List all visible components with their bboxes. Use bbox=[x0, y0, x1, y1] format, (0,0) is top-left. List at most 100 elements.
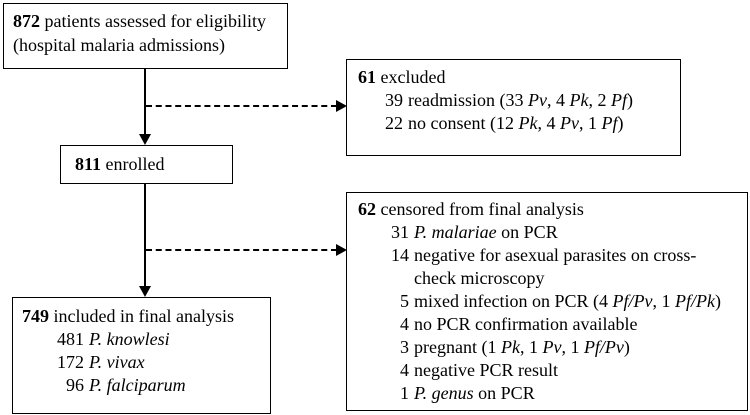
box-title-line: 62 censored from final analysis bbox=[358, 198, 745, 221]
connector-assessed-to-enrolled bbox=[144, 68, 146, 136]
line-text: ) bbox=[714, 291, 721, 311]
line-text: negative for asexual parasites on cross- bbox=[414, 245, 697, 265]
line-text: P. vivax bbox=[89, 351, 145, 374]
arrowhead-down-icon bbox=[138, 286, 151, 297]
count-number: 61 bbox=[358, 67, 376, 87]
species-name: Pk bbox=[569, 90, 589, 110]
box-title-line: 872 patients assessed for eligibility bbox=[13, 9, 281, 33]
line-text: on PCR bbox=[496, 222, 558, 242]
count-number: 5 bbox=[400, 291, 409, 311]
box-title-line: 749 included in final analysis bbox=[22, 305, 266, 328]
box-enrolled: 811 enrolled bbox=[60, 145, 233, 184]
connector-assessed-to-excluded bbox=[146, 105, 337, 107]
species-name: P. genus bbox=[414, 383, 474, 403]
arrowhead-down-icon bbox=[138, 134, 151, 145]
line-text: , 1 bbox=[578, 113, 602, 133]
species-name: P. knowlesi bbox=[89, 329, 170, 349]
count-number: 96 bbox=[66, 375, 84, 395]
count-number: 749 bbox=[22, 306, 49, 326]
line-text: ) bbox=[623, 337, 630, 357]
line-text: on PCR bbox=[473, 383, 535, 403]
box-title-line: 811 enrolled bbox=[75, 153, 165, 176]
line-text: , 4 bbox=[546, 90, 570, 110]
line-text: , 1 bbox=[561, 337, 584, 357]
count-number: 481 bbox=[57, 329, 84, 349]
species-name: Pf/Pv bbox=[583, 337, 624, 357]
line-text: P. falciparum bbox=[89, 374, 186, 397]
line-text: mixed infection on PCR (4 bbox=[414, 291, 613, 311]
species-name: Pf bbox=[601, 113, 618, 133]
line-text: , 1 bbox=[519, 337, 543, 357]
species-name: Pf/Pk bbox=[674, 291, 715, 311]
count-number: 1 bbox=[400, 383, 409, 403]
connector-enrolled-to-included bbox=[144, 184, 146, 288]
count-number: 3 bbox=[400, 337, 409, 357]
count-number: 39 bbox=[385, 90, 403, 110]
species-name: Pk bbox=[500, 337, 520, 357]
line-text: included in final analysis bbox=[49, 306, 234, 326]
line-text: negative PCR result bbox=[414, 359, 558, 382]
line-text: excluded bbox=[376, 67, 446, 87]
line-text: ) bbox=[626, 90, 633, 110]
line-text: , 2 bbox=[588, 90, 611, 110]
line-text: negative PCR result bbox=[414, 360, 558, 380]
line-text: readmission (33 bbox=[408, 90, 528, 110]
arrowhead-right-icon bbox=[336, 99, 347, 112]
species-name: P. vivax bbox=[89, 352, 145, 372]
count-number: 172 bbox=[57, 352, 84, 372]
count-number: 22 bbox=[385, 113, 403, 133]
line-text: mixed infection on PCR (4 Pf/Pv, 1 Pf/Pk… bbox=[414, 290, 721, 313]
species-name: Pk bbox=[518, 113, 538, 133]
line-text: no consent (12 bbox=[408, 113, 519, 133]
box-title-line: (hospital malaria admissions) bbox=[13, 33, 281, 57]
line-text: patients assessed for eligibility bbox=[40, 11, 266, 31]
line-text: no consent (12 Pk, 4 Pv, 1 Pf) bbox=[408, 112, 623, 135]
line-text: readmission (33 Pv, 4 Pk, 2 Pf) bbox=[408, 89, 633, 112]
count-number: 872 bbox=[13, 11, 40, 31]
count-number: 4 bbox=[400, 314, 409, 334]
line-text: P. malariae on PCR bbox=[414, 221, 558, 244]
count-number: 811 bbox=[75, 154, 102, 174]
line-text: ) bbox=[617, 113, 624, 133]
arrowhead-right-icon bbox=[336, 243, 347, 256]
line-text: no PCR confirmation available bbox=[414, 313, 637, 336]
species-name: P. malariae bbox=[414, 222, 497, 242]
line-text: check microscopy bbox=[414, 268, 545, 288]
connector-enrolled-to-censored bbox=[146, 249, 337, 251]
line-text: P. knowlesi bbox=[89, 328, 170, 351]
line-text: censored from final analysis bbox=[376, 199, 584, 219]
box-assessed-for-eligibility: 872 patients assessed for eligibility(ho… bbox=[3, 3, 288, 69]
line-text: no PCR confirmation available bbox=[414, 314, 638, 334]
species-name: Pv bbox=[527, 90, 547, 110]
line-text: , 4 bbox=[537, 113, 560, 133]
species-name: Pf/Pv bbox=[612, 291, 653, 311]
line-text: P. genus on PCR bbox=[414, 382, 535, 405]
line-text: , 1 bbox=[652, 291, 675, 311]
count-number: 4 bbox=[400, 360, 409, 380]
species-name: Pf bbox=[610, 90, 627, 110]
species-name: Pv bbox=[559, 113, 579, 133]
line-text: pregnant (1 Pk, 1 Pv, 1 Pf/Pv) bbox=[414, 336, 630, 359]
line-text: negative for asexual parasites on cross-… bbox=[414, 244, 696, 290]
species-name: P. falciparum bbox=[89, 375, 186, 395]
count-number: 31 bbox=[391, 222, 409, 242]
count-number: 14 bbox=[391, 245, 409, 265]
count-number: 62 bbox=[358, 199, 376, 219]
line-text: (hospital malaria admissions) bbox=[13, 35, 225, 55]
species-name: Pv bbox=[542, 337, 562, 357]
